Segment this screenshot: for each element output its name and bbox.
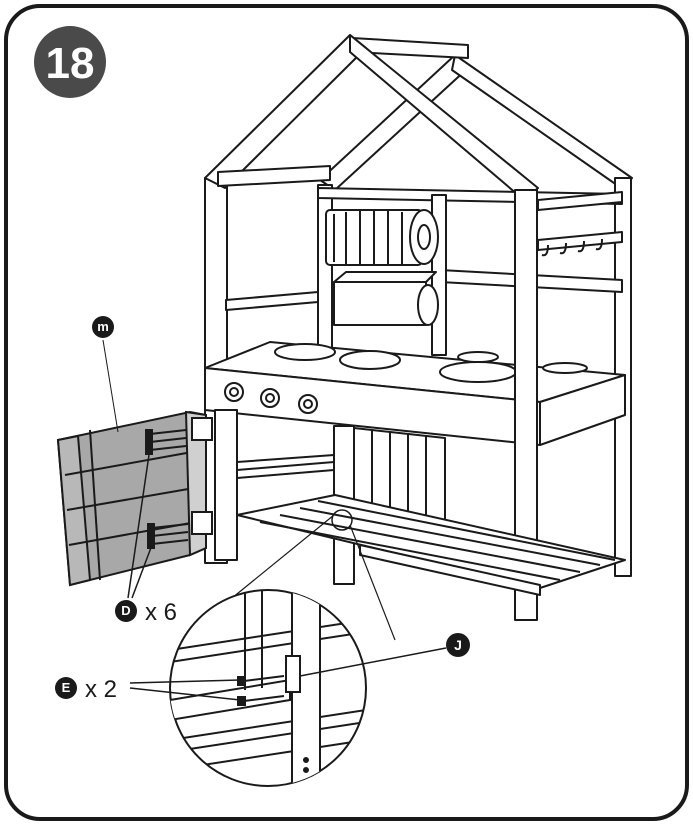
screw-e-2 bbox=[237, 695, 285, 706]
screw-e-1 bbox=[237, 675, 285, 686]
sink-hole-2 bbox=[339, 350, 401, 370]
part-d-label: D x 6 bbox=[115, 599, 177, 626]
step-number: 18 bbox=[46, 39, 95, 88]
leader-d-bottom bbox=[131, 544, 153, 599]
sink-hole-5 bbox=[542, 362, 588, 374]
screws-e bbox=[237, 675, 285, 706]
front-post-right bbox=[514, 189, 538, 621]
sink-hole-4 bbox=[457, 351, 499, 363]
detail-zoom bbox=[169, 509, 396, 787]
left-side-rail bbox=[225, 291, 319, 311]
leader-d-top bbox=[127, 447, 151, 599]
door-panel bbox=[56, 410, 213, 587]
stove-knobs bbox=[224, 382, 318, 414]
part-j-label: J bbox=[299, 633, 470, 677]
rolling-drum bbox=[325, 209, 439, 266]
panel-label-m-text: m bbox=[97, 319, 109, 334]
storage-box bbox=[333, 271, 439, 326]
sink-hole-3 bbox=[439, 361, 517, 383]
part-j-letter: J bbox=[454, 637, 462, 653]
panel-label-m: m bbox=[92, 316, 119, 433]
playhouse bbox=[204, 34, 633, 621]
sink-hole-1 bbox=[274, 343, 336, 361]
step-badge: 18 bbox=[34, 26, 106, 98]
utensil-hooks bbox=[541, 238, 603, 257]
front-leg-left bbox=[214, 409, 238, 561]
hinge-top bbox=[191, 417, 213, 441]
hinge-bottom bbox=[191, 511, 213, 535]
part-e-letter: E bbox=[62, 680, 71, 695]
part-e-quantity: x 2 bbox=[85, 676, 117, 703]
part-e-label: E x 2 bbox=[55, 676, 241, 703]
bracket-j bbox=[285, 655, 301, 693]
part-d-letter: D bbox=[121, 603, 130, 618]
zoom-source-circle bbox=[331, 509, 353, 531]
front-cross-bar bbox=[217, 165, 331, 187]
counter-side-apron bbox=[539, 374, 626, 446]
part-d-quantity: x 6 bbox=[145, 599, 177, 626]
